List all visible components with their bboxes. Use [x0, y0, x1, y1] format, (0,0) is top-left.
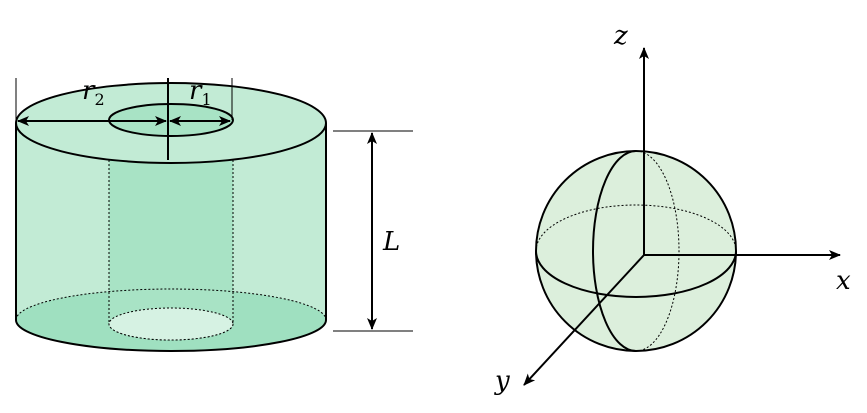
sphere-coordinate-system: z x y: [494, 21, 851, 396]
equator-hidden-edge: [535, 204, 737, 252]
r2-label: r2: [82, 76, 105, 109]
bottom-hidden-edge: [15, 288, 327, 321]
equator-front-edge: [535, 250, 737, 298]
x-axis-label: x: [836, 266, 851, 296]
length-label: L: [382, 227, 400, 257]
inner-hole-bottom-overlay: [108, 307, 234, 341]
cylinder-bottom-front-edge: [15, 319, 327, 352]
y-axis-label: y: [494, 366, 510, 396]
y-axis: [523, 254, 645, 386]
r1-label: r1: [189, 76, 212, 109]
sphere: [535, 150, 737, 352]
hollow-cylinder: r2 r1 L: [15, 76, 413, 352]
meridian-hidden-edge: [635, 150, 680, 352]
z-axis-label: z: [613, 21, 628, 51]
meridian-front-edge: [592, 150, 637, 352]
